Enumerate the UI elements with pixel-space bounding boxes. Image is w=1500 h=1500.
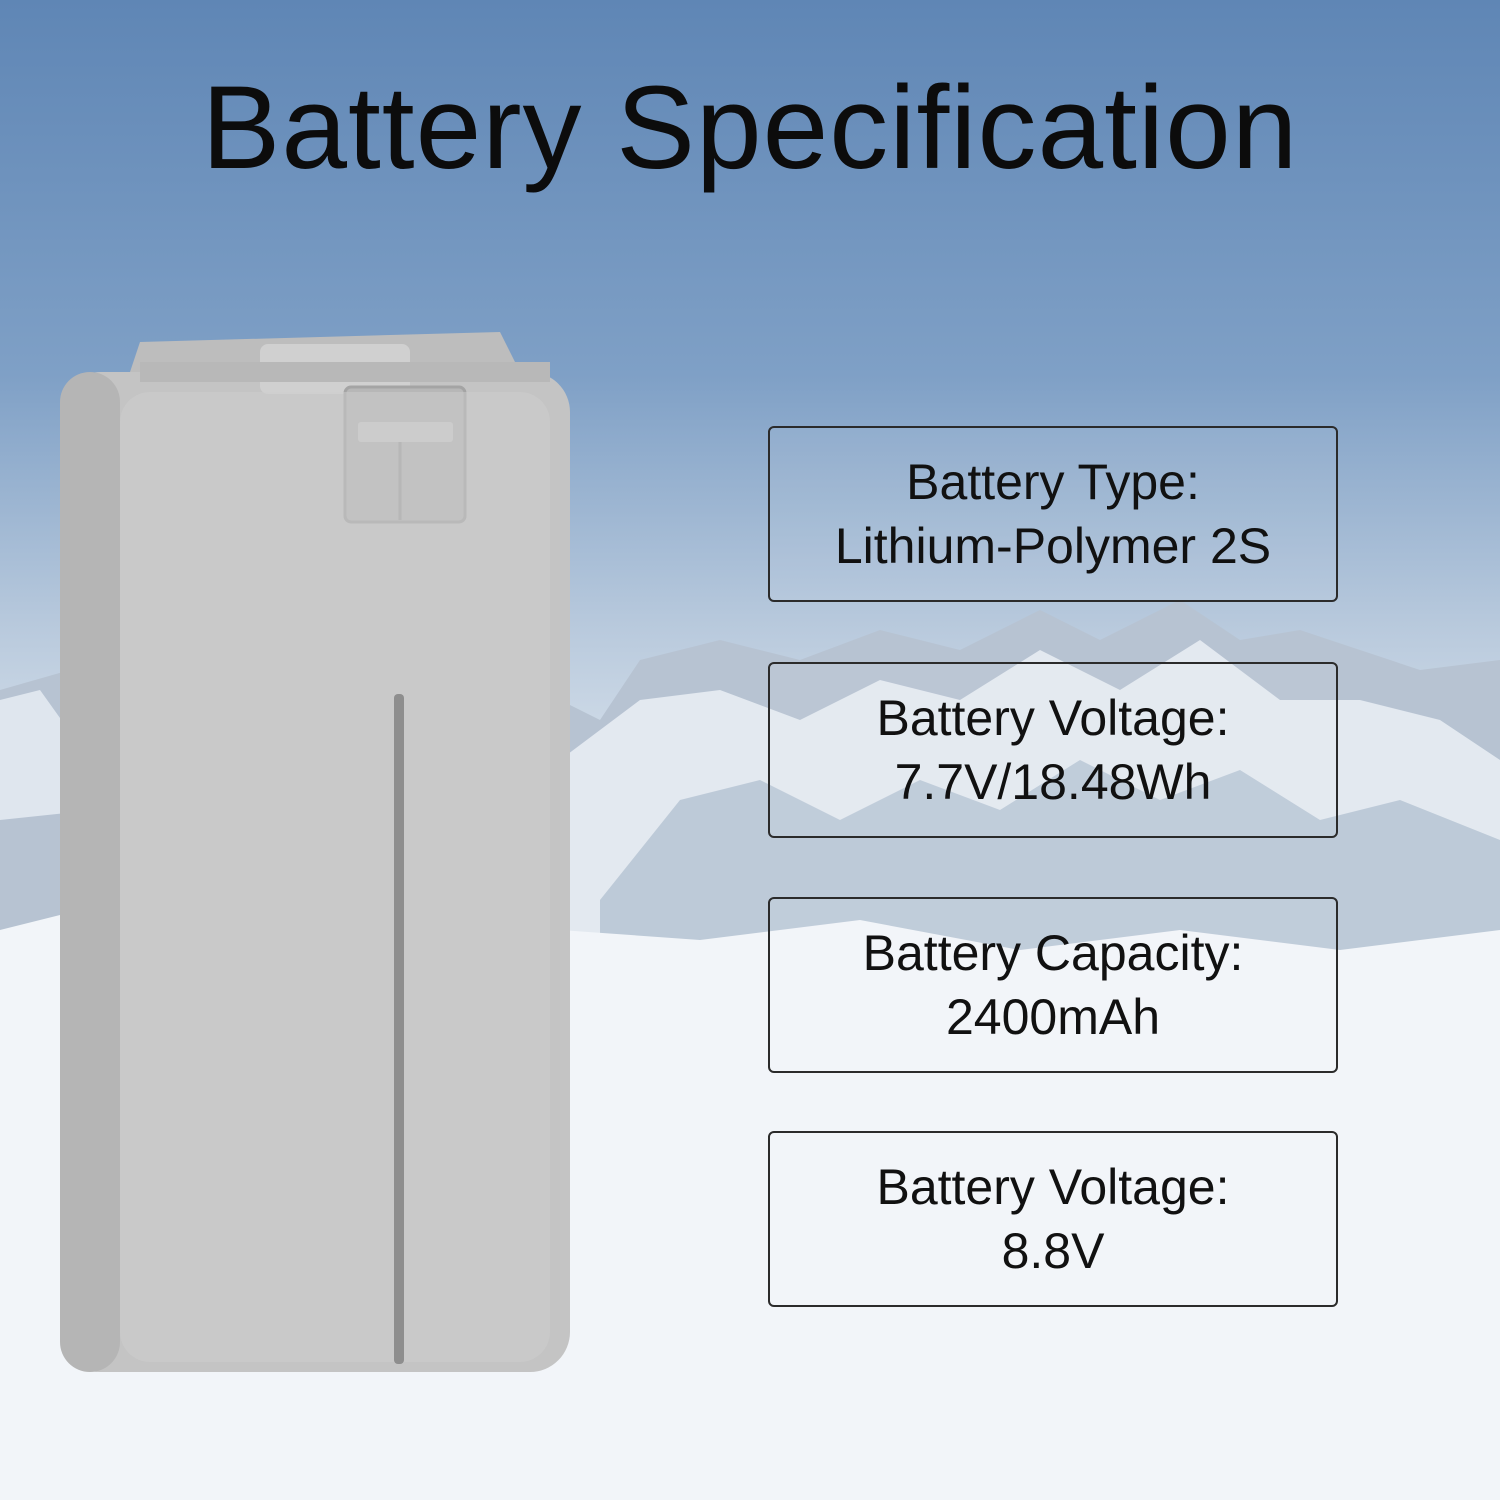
spec-value: 7.7V/18.48Wh <box>894 754 1212 810</box>
spec-battery-voltage: Battery Voltage: 7.7V/18.48Wh <box>768 662 1338 838</box>
spec-label: Battery Type: <box>906 454 1200 510</box>
spec-value: 2400mAh <box>945 989 1161 1045</box>
page-title: Battery Specification <box>201 62 1299 194</box>
spec-battery-capacity: Battery Capacity: 2400mAh <box>768 897 1338 1073</box>
spec-label: Battery Voltage: <box>876 690 1230 746</box>
battery-icon <box>60 332 570 1372</box>
spec-value: 8.8V <box>1001 1223 1105 1279</box>
spec-value: Lithium-Polymer 2S <box>834 518 1272 574</box>
spec-battery-max-voltage: Battery Voltage: 8.8V <box>768 1131 1338 1307</box>
spec-label: Battery Voltage: <box>876 1159 1230 1215</box>
spec-battery-type: Battery Type: Lithium-Polymer 2S <box>768 426 1338 602</box>
spec-label: Battery Capacity: <box>862 925 1244 981</box>
